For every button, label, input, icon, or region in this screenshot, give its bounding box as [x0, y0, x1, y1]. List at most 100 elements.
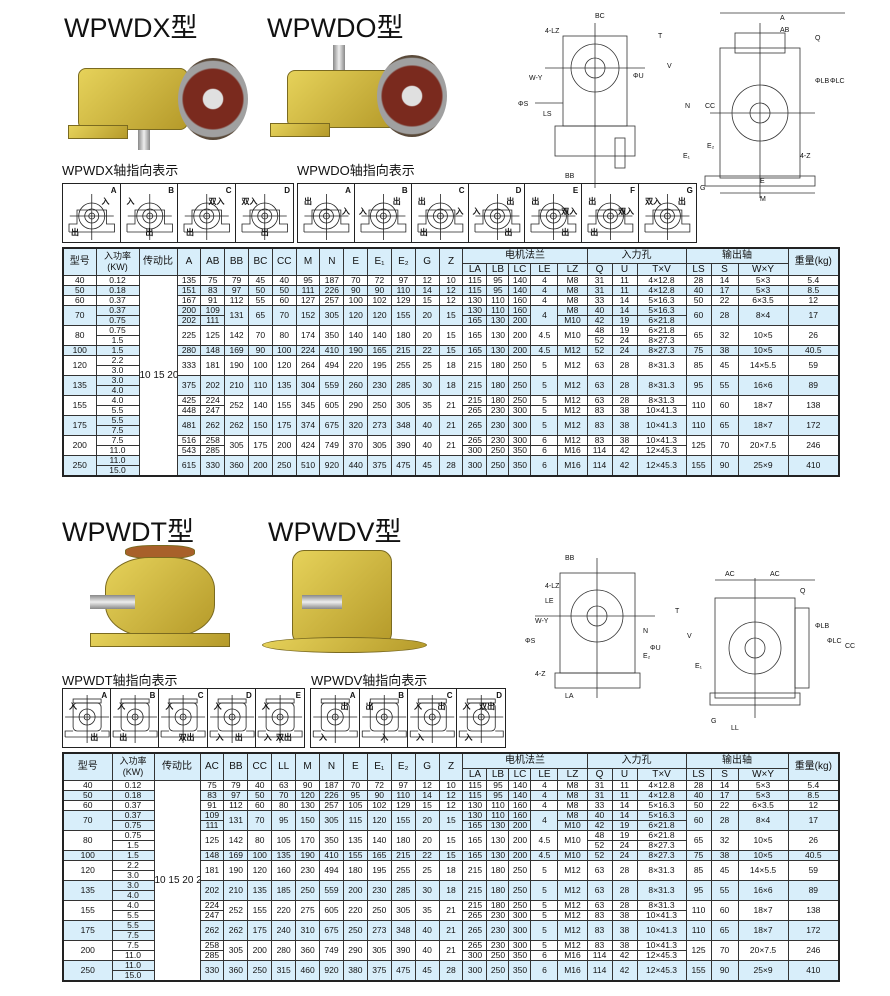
value-cell: 240: [271, 919, 297, 941]
header-Z: Z: [438, 247, 464, 276]
header-T×V: T×V: [636, 767, 687, 781]
value-cell: 200: [176, 304, 202, 316]
direction-label: 出: [419, 228, 428, 237]
value-cell: 250: [271, 454, 297, 476]
value-cell: 18: [438, 374, 464, 396]
value-cell: 75: [685, 344, 712, 356]
header-LZ: LZ: [557, 767, 588, 781]
value-cell: 250: [366, 899, 392, 921]
header-ratio: 传动比: [153, 752, 201, 781]
value-cell: 257: [319, 294, 345, 306]
value-cell: 11: [611, 274, 638, 286]
value-cell: 38: [611, 404, 638, 416]
power-cell: 3.0: [95, 374, 140, 386]
value-cell: 10×41.3: [636, 434, 687, 446]
value-cell: 105: [342, 799, 368, 811]
value-cell: 300: [462, 949, 488, 961]
value-cell: 220: [271, 899, 297, 921]
drawing-label: E₂: [643, 653, 651, 660]
model-cell: 100: [62, 344, 97, 356]
value-cell: 225: [176, 324, 202, 346]
drawing-label: E₁: [683, 153, 691, 160]
value-cell: 14×5.5: [737, 354, 789, 376]
value-cell: 135: [176, 274, 202, 286]
value-cell: 5×16.3: [636, 304, 687, 316]
value-cell: 8×4: [737, 304, 789, 326]
value-cell: 120: [343, 304, 369, 326]
value-cell: 48: [586, 829, 613, 841]
value-cell: 200: [508, 849, 532, 861]
value-cell: 15: [414, 294, 440, 306]
direction-label: 出: [506, 197, 515, 206]
value-cell: 22: [710, 294, 739, 306]
value-cell: 175: [271, 414, 297, 436]
model-cell: 120: [62, 859, 113, 881]
value-cell: 32: [710, 324, 739, 346]
value-cell: M12: [557, 404, 588, 416]
value-cell: 152: [295, 304, 321, 326]
value-cell: 215: [462, 374, 488, 396]
power-cell: 0.37: [111, 809, 155, 821]
wpwdx-wpwdo-dimension-drawing: 4-LZ BC T W-Y ΦU V LS ΦS BB N E₁ A AB Q …: [518, 12, 845, 203]
value-cell: 165: [462, 314, 488, 326]
value-cell: 70: [271, 304, 297, 326]
value-cell: 85: [685, 859, 712, 881]
value-cell: 675: [319, 414, 345, 436]
header-LS: LS: [685, 262, 712, 276]
value-cell: 28: [710, 304, 739, 326]
value-cell: 24: [611, 344, 638, 356]
drawing-label: ΦLB: [815, 623, 829, 630]
value-cell: 79: [223, 779, 249, 791]
value-cell: 11: [611, 789, 638, 801]
direction-letter: B: [149, 691, 156, 700]
value-cell: 45: [414, 454, 440, 476]
header-E: E: [343, 247, 369, 276]
direction-label: 入: [416, 733, 424, 742]
gearbox-outline-icon: [417, 194, 463, 240]
header-LE: LE: [530, 767, 559, 781]
value-cell: 110: [685, 919, 712, 941]
value-cell: 5: [530, 879, 559, 901]
value-cell: 42: [611, 949, 638, 961]
value-cell: 516: [176, 434, 202, 446]
value-cell: 135: [247, 879, 273, 901]
value-cell: 6: [530, 444, 559, 456]
value-cell: 21: [438, 394, 464, 416]
value-cell: 120: [367, 304, 392, 326]
value-cell: 250: [342, 919, 368, 941]
header-LA: LA: [462, 262, 488, 276]
value-cell: 5×3: [737, 789, 789, 801]
value-cell: 10: [438, 274, 464, 286]
value-cell: 749: [319, 434, 345, 456]
value-cell: 155: [247, 899, 273, 921]
direction-label: 双入: [561, 207, 578, 216]
value-cell: 187: [319, 274, 345, 286]
value-cell: 40: [414, 434, 440, 456]
drawing-label: LL: [731, 725, 739, 732]
value-cell: 200: [508, 819, 532, 831]
header-weight: 重量(kg): [787, 752, 840, 781]
value-cell: 97: [223, 789, 249, 801]
value-cell: 200: [271, 434, 297, 456]
value-cell: 60: [685, 809, 712, 831]
power-cell: 0.75: [111, 829, 155, 841]
direction-label: 出: [365, 702, 374, 711]
value-cell: 35: [414, 899, 440, 921]
value-cell: 52: [586, 344, 613, 356]
value-cell: 89: [787, 879, 840, 901]
value-cell: 264: [295, 354, 321, 376]
drawing-label: ΦLC: [830, 78, 845, 85]
header-BC: BC: [247, 247, 273, 276]
value-cell: 16×6: [737, 879, 789, 901]
drawing-label: G: [711, 718, 716, 725]
value-cell: 169: [223, 849, 249, 861]
drawing-label: 4-Z: [800, 153, 811, 160]
value-cell: 70: [342, 779, 368, 791]
gearbox-outline-icon: [64, 695, 110, 743]
value-cell: 250: [486, 959, 510, 981]
value-cell: M12: [557, 434, 588, 446]
drawing-label: CC: [845, 643, 855, 650]
value-cell: 350: [508, 444, 532, 456]
